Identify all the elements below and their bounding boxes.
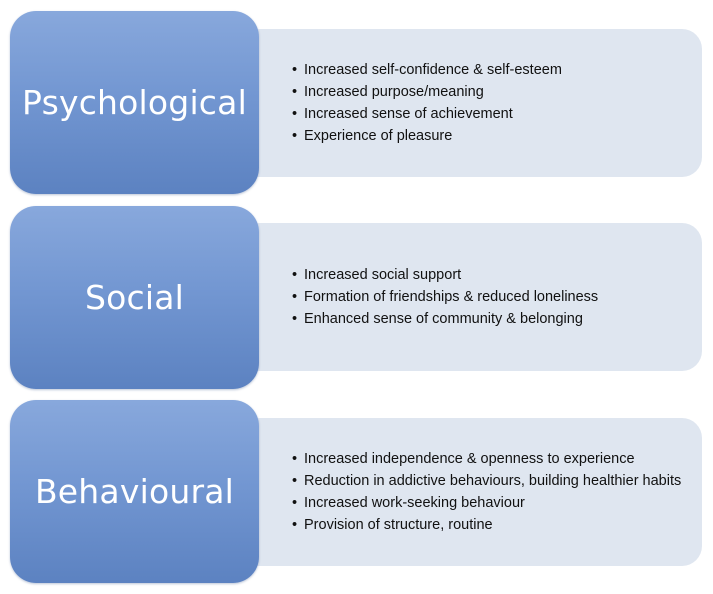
behavioural-details: Increased independence & openness to exp… — [240, 418, 702, 566]
social-label: Social — [84, 278, 185, 317]
behavioural-label: Behavioural — [34, 472, 235, 511]
behavioural-row: Increased independence & openness to exp… — [0, 400, 713, 583]
psychological-category-box: Psychological — [10, 11, 259, 194]
behavioural-point: Increased independence & openness to exp… — [292, 449, 686, 470]
psychological-point: Increased self-confidence & self-esteem — [292, 60, 686, 81]
psychological-label: Psychological — [22, 83, 247, 122]
behavioural-category-box: Behavioural — [10, 400, 259, 583]
social-point: Enhanced sense of community & belonging — [292, 309, 686, 330]
social-details: Increased social support Formation of fr… — [240, 223, 702, 371]
psychological-row: Increased self-confidence & self-esteem … — [0, 11, 713, 194]
behavioural-point-list: Increased independence & openness to exp… — [292, 448, 686, 537]
psychological-point: Increased sense of achievement — [292, 104, 686, 125]
psychological-point: Experience of pleasure — [292, 126, 686, 147]
social-point: Increased social support — [292, 265, 686, 286]
social-category-box: Social — [10, 206, 259, 389]
behavioural-point: Reduction in addictive behaviours, build… — [292, 471, 686, 492]
psychological-point: Increased purpose/meaning — [292, 82, 686, 103]
behavioural-point: Provision of structure, routine — [292, 515, 686, 536]
psychological-details: Increased self-confidence & self-esteem … — [240, 29, 702, 177]
social-point-list: Increased social support Formation of fr… — [292, 264, 686, 331]
behavioural-point: Increased work-seeking behaviour — [292, 493, 686, 514]
social-point: Formation of friendships & reduced lonel… — [292, 287, 686, 308]
social-row: Increased social support Formation of fr… — [0, 206, 713, 389]
psychological-point-list: Increased self-confidence & self-esteem … — [292, 59, 686, 148]
